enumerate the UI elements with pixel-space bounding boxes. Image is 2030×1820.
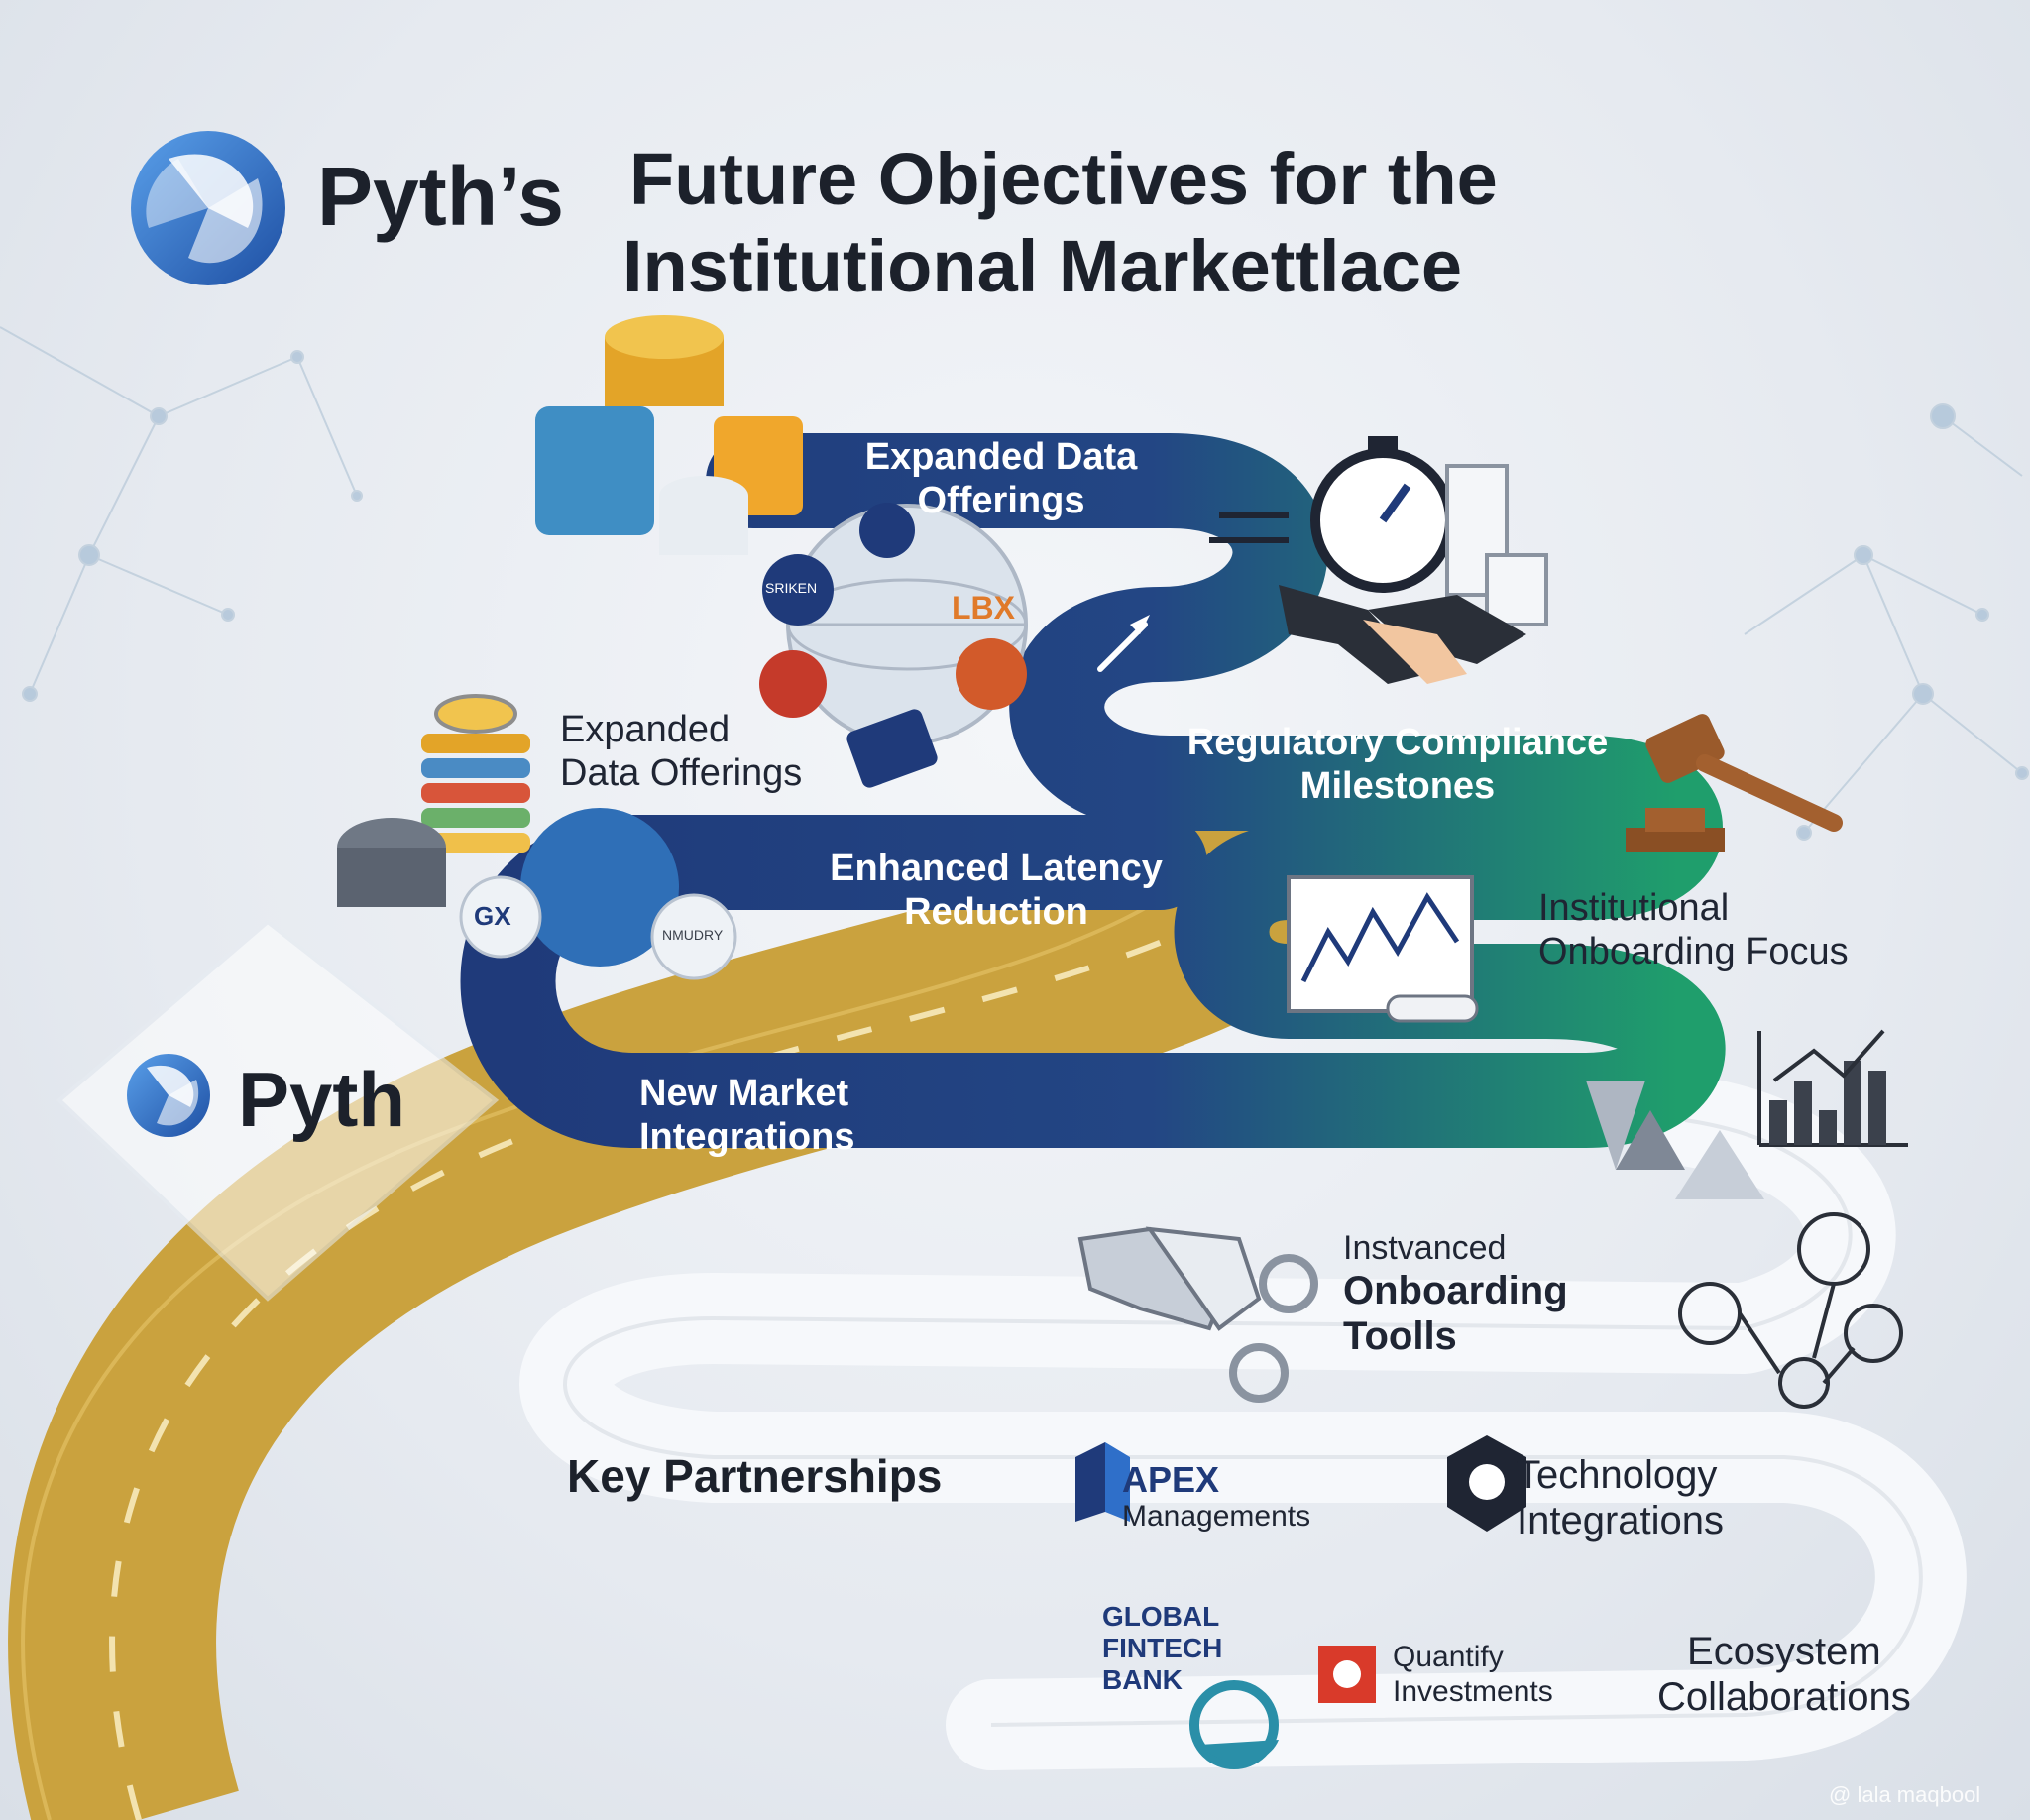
- handshake-gears-icon: [1077, 1226, 1318, 1403]
- globe-icon: [759, 503, 1028, 788]
- milestone-line: Institutional: [1538, 887, 1730, 929]
- geometric-icon: [1586, 1081, 1764, 1199]
- milestone-latency: Enhanced Latency Reduction: [788, 848, 1204, 934]
- partner-apex-name: APEX: [1122, 1459, 1220, 1500]
- milestone-line: Milestones: [1299, 764, 1496, 807]
- milestone-line: Onboarding Focus: [1538, 930, 1849, 972]
- coin-stack-icon: [535, 315, 803, 555]
- watermark: @ lala maqbool: [1829, 1782, 1981, 1807]
- quantify-logo-icon: [1318, 1646, 1376, 1703]
- blue-ribbon: [460, 433, 1726, 1148]
- global-fintech-logo-icon: [1189, 1680, 1279, 1769]
- partner-ecosystem-line: Collaborations: [1657, 1675, 1911, 1719]
- milestone-line: Expanded: [560, 709, 731, 750]
- milestone-line: Instvanced: [1343, 1229, 1507, 1267]
- partner-quantify: Quantify Investments: [1393, 1641, 1553, 1709]
- blue-badge-text: SRIKEN: [765, 580, 818, 596]
- stopwatch-icon: [1209, 436, 1548, 626]
- partner-apex-sub: Managements: [1122, 1500, 1311, 1534]
- partner-technology-line: Technology: [1517, 1453, 1718, 1497]
- partner-quantify-line: Investments: [1393, 1674, 1553, 1708]
- pyth-diamond-badge: [56, 919, 500, 1302]
- page-title-line1: Future Objectives for the: [629, 138, 1498, 220]
- partner-global-line: FINTECH: [1102, 1633, 1223, 1664]
- globe-badge-text: LBX: [952, 590, 1015, 626]
- handshake-icon: [1279, 585, 1526, 684]
- gavel-icon: [1626, 714, 1843, 852]
- partner-technology-line: Integrations: [1517, 1499, 1725, 1542]
- milestone-line: Regulatory Compliance: [1186, 722, 1609, 763]
- milestone-line: Offerings: [917, 479, 1085, 521]
- badge-brand: Pyth: [238, 1056, 406, 1143]
- milestone-onboarding-focus: Institutional Onboarding Focus: [1538, 887, 1849, 973]
- partner-global-fintech: GLOBAL FINTECH BANK: [1102, 1601, 1222, 1697]
- technology-logo-icon: [1447, 1435, 1526, 1532]
- milestone-expanded-data-top: Expanded Data Offerings: [793, 436, 1209, 522]
- partner-quantify-line: Quantify: [1393, 1641, 1504, 1673]
- header-brand: Pyth’s: [317, 150, 564, 243]
- milestone-new-market: New Market Integrations: [639, 1073, 937, 1159]
- apex-logo-icon: [1075, 1442, 1130, 1522]
- milestone-regulatory: Regulatory Compliance Milestones: [1160, 722, 1635, 808]
- partner-ecosystem: Ecosystem Collaborations: [1657, 1629, 1911, 1720]
- crystal-badge-text: NMUDRY: [662, 927, 724, 943]
- page-title-line2: Institutional Markettlace: [622, 225, 1463, 307]
- milestone-line: Integrations: [639, 1115, 855, 1158]
- milestone-line: Toolls: [1343, 1314, 1457, 1359]
- partner-apex: APEX Managements: [1122, 1459, 1310, 1535]
- partner-global-line: GLOBAL: [1102, 1601, 1220, 1632]
- milestone-line: Data Offerings: [560, 751, 803, 794]
- data-stack-icon: [337, 694, 737, 980]
- milestone-expanded-data-left: Expanded Data Offerings: [560, 709, 802, 795]
- partner-technology: Technology Integrations: [1517, 1452, 1724, 1543]
- partner-ecosystem-line: Ecosystem: [1687, 1630, 1881, 1673]
- milestone-line: Reduction: [904, 890, 1088, 933]
- silver-road: [519, 1075, 1967, 1770]
- milestone-line: Onboarding: [1343, 1269, 1568, 1313]
- partner-global-line: BANK: [1102, 1664, 1183, 1696]
- bar-chart-icon: [1757, 1029, 1908, 1147]
- milestone-onboarding-tools: Instvanced Onboarding Toolls: [1343, 1229, 1568, 1359]
- network-diagram-icon: [1678, 1212, 1903, 1409]
- coin-badge-text: GX: [474, 901, 511, 931]
- milestone-line: Expanded Data: [864, 436, 1138, 478]
- key-partnerships-heading: Key Partnerships: [567, 1450, 943, 1502]
- milestone-line: New Market: [639, 1073, 849, 1114]
- milestone-line: Enhanced Latency: [830, 848, 1163, 889]
- pyth-logo: [131, 131, 285, 285]
- chart-card-icon: [1287, 875, 1479, 1023]
